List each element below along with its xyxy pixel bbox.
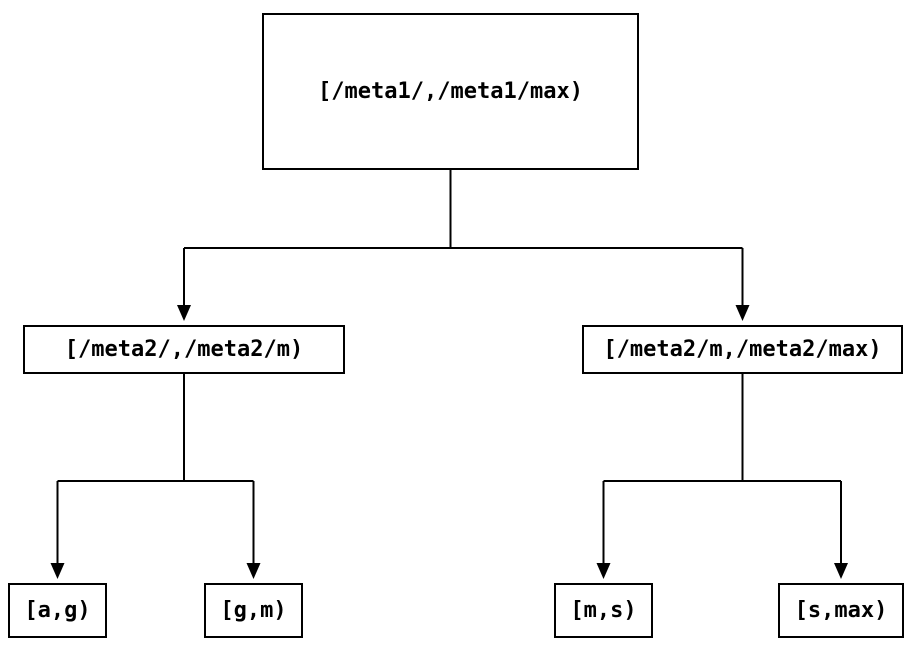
arrowhead-leaf3 <box>596 563 611 579</box>
node-leaf-gm: [g,m) <box>204 583 303 638</box>
node-leaf-smax: [s,max) <box>778 583 904 638</box>
arrowhead-right-child <box>735 305 750 321</box>
arrowhead-leaf2 <box>246 563 261 579</box>
node-left-child-label: [/meta2/,/meta2/m) <box>64 337 304 362</box>
node-leaf-gm-label: [g,m) <box>220 598 287 623</box>
node-right-child: [/meta2/m,/meta2/max) <box>582 325 903 374</box>
arrowhead-left-child <box>177 305 191 321</box>
node-root: [/meta1/,/meta1/max) <box>262 13 639 170</box>
node-right-child-label: [/meta2/m,/meta2/max) <box>603 337 882 362</box>
node-leaf-ag: [a,g) <box>8 583 107 638</box>
node-left-child: [/meta2/,/meta2/m) <box>23 325 345 374</box>
node-root-label: [/meta1/,/meta1/max) <box>318 79 583 104</box>
arrowhead-leaf4 <box>834 563 848 579</box>
node-leaf-smax-label: [s,max) <box>794 598 888 623</box>
node-leaf-ag-label: [a,g) <box>24 598 91 623</box>
node-leaf-ms: [m,s) <box>554 583 653 638</box>
arrowhead-leaf1 <box>50 563 65 579</box>
node-leaf-ms-label: [m,s) <box>570 598 637 623</box>
